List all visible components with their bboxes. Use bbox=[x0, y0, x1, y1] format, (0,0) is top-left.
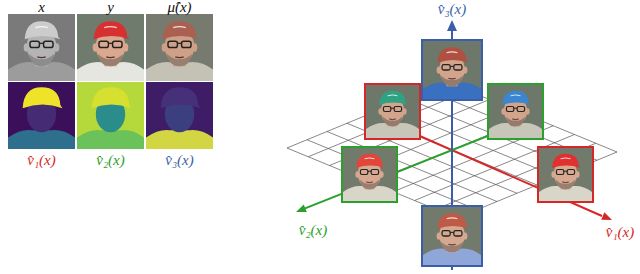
axis-label: v̂₃(x) bbox=[438, 1, 467, 18]
image-title: μ̂(x) bbox=[167, 0, 191, 16]
image-title: x bbox=[38, 0, 45, 16]
component-label: v̂₁(x) bbox=[27, 152, 56, 169]
component-label: v̂₂(x) bbox=[96, 152, 125, 169]
axis-label: v̂₁(x) bbox=[606, 224, 635, 241]
component-label: v̂₃(x) bbox=[165, 152, 194, 169]
axis-label: v̂₂(x) bbox=[299, 222, 328, 239]
image-title: y bbox=[107, 0, 114, 16]
